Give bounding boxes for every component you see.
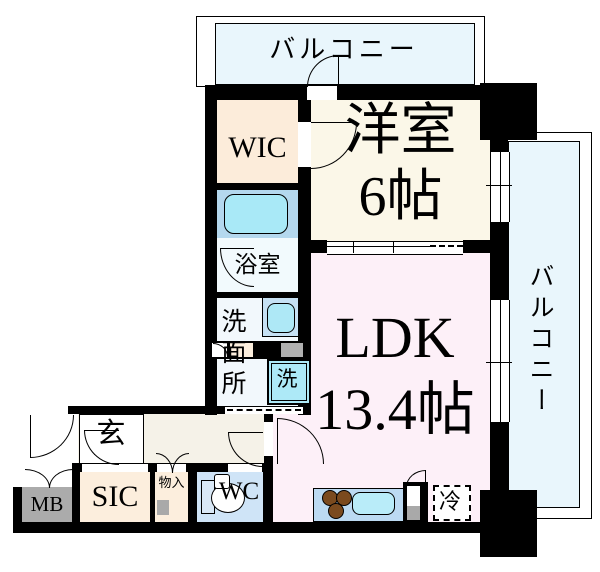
balcony-door-opening bbox=[307, 86, 337, 100]
wall-slider-stub-left bbox=[298, 240, 327, 253]
washing-machine-label: 洗 bbox=[276, 367, 298, 391]
ldk-room bbox=[311, 253, 490, 522]
entrance-label: 玄 bbox=[96, 418, 126, 450]
fixture-counter-gray bbox=[281, 343, 303, 357]
balcony-right bbox=[508, 141, 580, 508]
refrigerator-label: 冷 bbox=[438, 489, 461, 514]
wic-label: WIC bbox=[228, 131, 287, 164]
meter-box-label: MB bbox=[30, 492, 64, 516]
wc-label: WC bbox=[218, 478, 260, 505]
sliding-partition bbox=[327, 241, 463, 255]
washroom-sliding-door bbox=[227, 409, 301, 411]
window-western-room bbox=[490, 152, 510, 222]
wall-bath-washroom bbox=[217, 292, 298, 298]
window-ldk bbox=[490, 300, 510, 422]
balcony-top-label: バルコニー bbox=[269, 35, 419, 64]
balcony-top bbox=[215, 23, 475, 85]
basin bbox=[267, 303, 295, 333]
sliding-partition-dashed bbox=[430, 245, 463, 247]
wall-right-seg2 bbox=[490, 222, 508, 300]
sic-opening bbox=[82, 464, 148, 472]
kitchen-partition-gray bbox=[407, 506, 420, 520]
entrance-door-arc bbox=[30, 415, 74, 458]
fixture-cabinet bbox=[230, 343, 253, 357]
window-tick-2 bbox=[486, 362, 512, 363]
stove-burner-2 bbox=[336, 490, 352, 506]
bathroom-label: 浴室 bbox=[234, 252, 281, 277]
storage-label: 物入 bbox=[158, 475, 185, 490]
western-room-name: 洋室 bbox=[344, 100, 457, 162]
wall-right-seg1 bbox=[490, 140, 508, 152]
western-room-label: 洋室 6帖 bbox=[311, 98, 490, 230]
ldk-size: 13.4帖 bbox=[315, 377, 475, 442]
wic-door-opening bbox=[298, 122, 311, 167]
pillar-top-right bbox=[480, 83, 537, 140]
wall-wic-bottom bbox=[217, 183, 298, 190]
wall-vert-2 bbox=[150, 463, 155, 522]
meter-box-door-left-arc bbox=[25, 469, 50, 488]
wall-vert-4 bbox=[263, 463, 273, 522]
western-room-size: 6帖 bbox=[358, 166, 443, 228]
stove-burner-3 bbox=[328, 503, 344, 519]
wc-opening bbox=[228, 464, 262, 472]
ldk-label: LDK 13.4帖 bbox=[295, 302, 495, 446]
hall-ldk-opening bbox=[264, 422, 273, 456]
meter-box-door-right-arc bbox=[49, 469, 73, 488]
wic-room bbox=[217, 100, 298, 183]
wall-left bbox=[205, 85, 217, 415]
bathtub bbox=[224, 194, 288, 234]
sliding-partition-rail bbox=[327, 246, 430, 247]
wall-top bbox=[205, 85, 490, 100]
refrigerator-box bbox=[433, 485, 471, 521]
sliding-partition-tick2 bbox=[393, 241, 394, 253]
wall-bottom bbox=[13, 522, 490, 533]
balcony-right-label: バルコニー bbox=[526, 262, 553, 418]
pipe-space bbox=[157, 500, 169, 515]
sic-room bbox=[80, 472, 150, 522]
kitchen-sink bbox=[352, 492, 395, 515]
washroom-label: 洗面所 bbox=[218, 307, 245, 401]
window-tick-1 bbox=[486, 185, 512, 186]
wall-hall-ldk-a bbox=[264, 414, 273, 422]
ldk-name: LDK bbox=[335, 305, 455, 370]
washing-machine bbox=[267, 359, 311, 405]
wall-slider-stub-right bbox=[463, 240, 490, 253]
sic-label: SIC bbox=[91, 480, 139, 513]
sliding-partition-tick1 bbox=[353, 241, 354, 253]
wall-vert-3 bbox=[188, 463, 197, 522]
wall-mb-stub bbox=[13, 487, 22, 533]
meter-box bbox=[22, 487, 72, 522]
kitchen-partition-white bbox=[407, 486, 420, 506]
wall-vert-1 bbox=[72, 463, 80, 533]
wall-hall-top bbox=[68, 406, 311, 414]
wall-right-seg3 bbox=[490, 422, 508, 492]
toilet-cistern bbox=[214, 474, 230, 489]
